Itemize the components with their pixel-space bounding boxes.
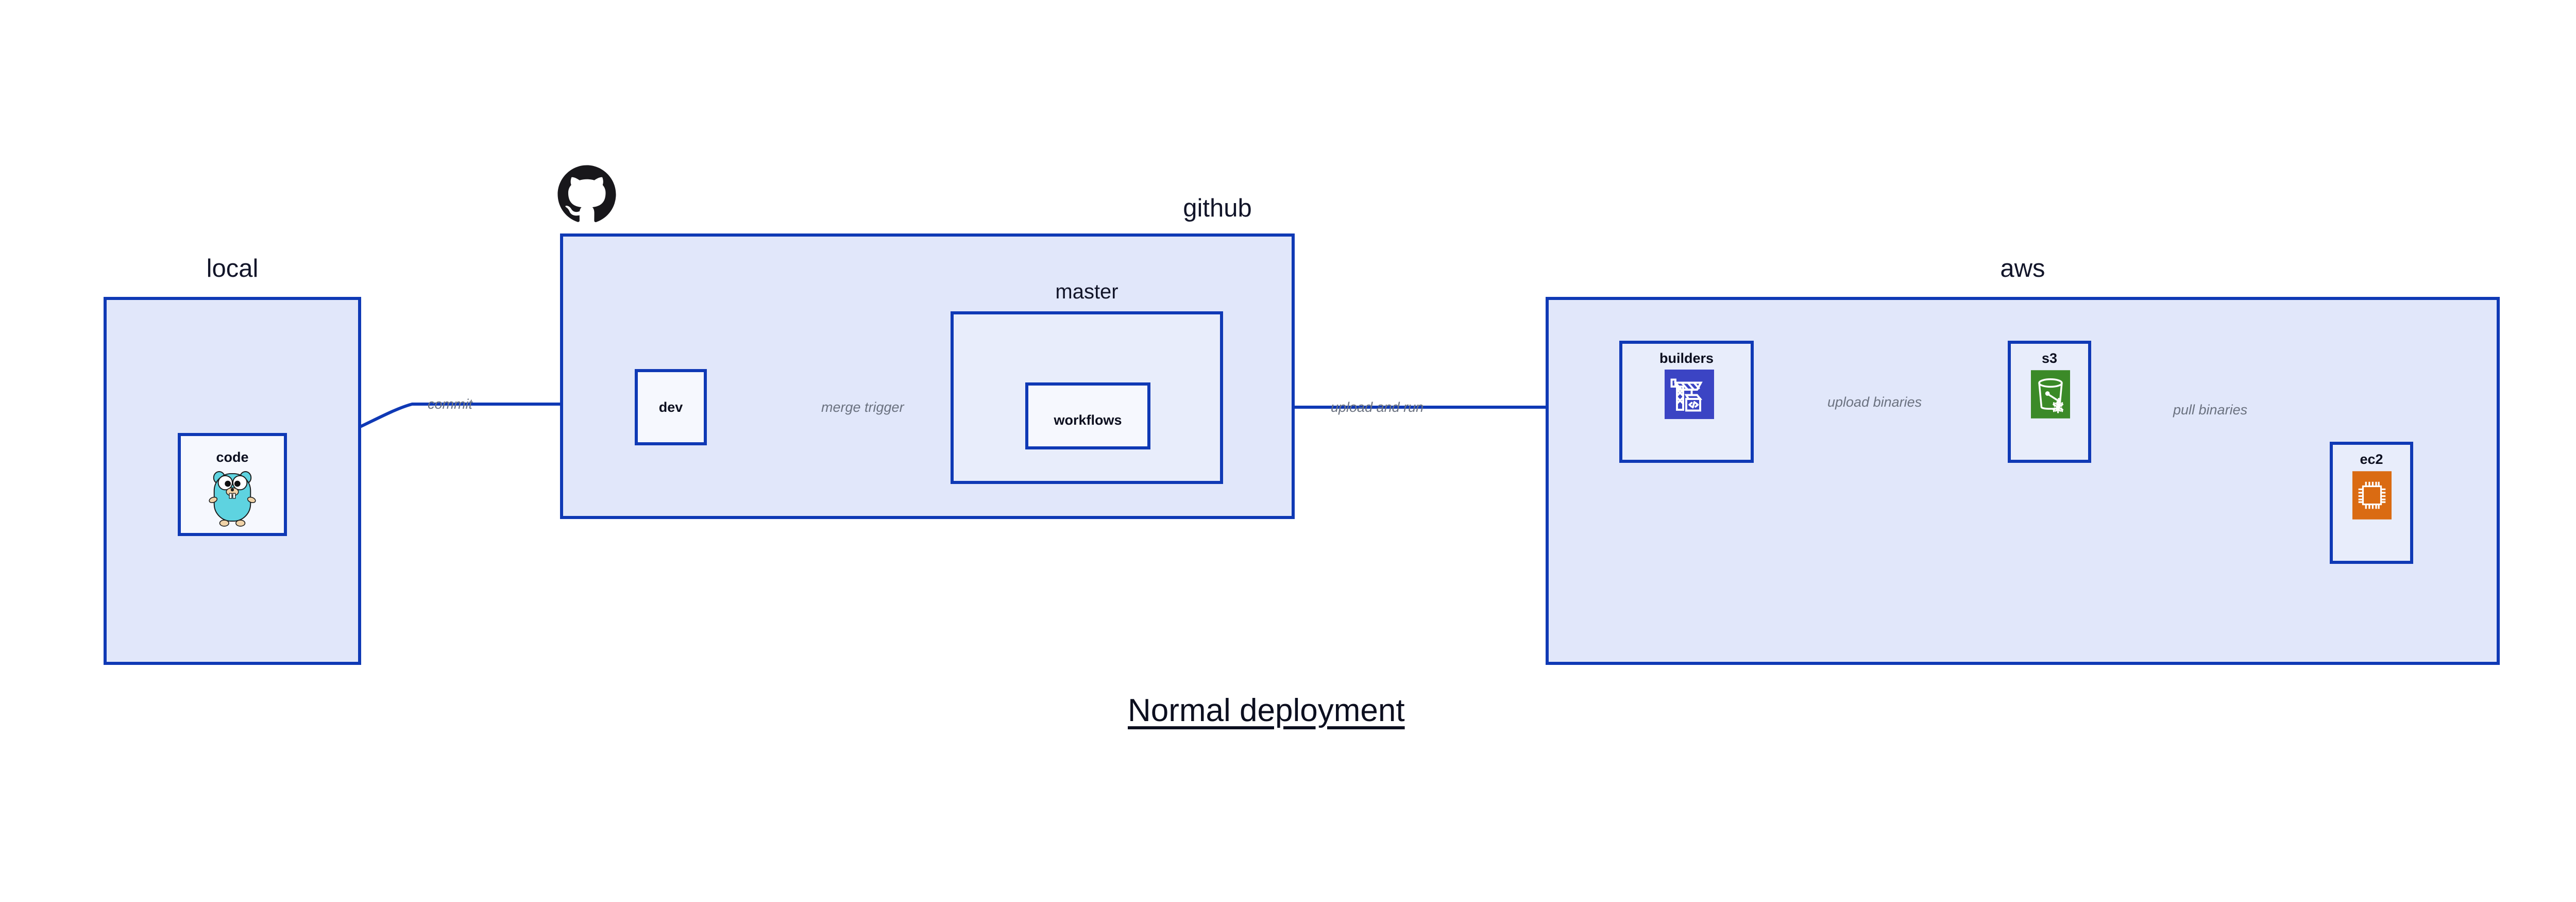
edge-label-pull-binaries: pull binaries	[2173, 402, 2248, 417]
group-local-label: local	[206, 255, 259, 282]
node-workflows-label: workflows	[1054, 412, 1122, 428]
group-aws-label: aws	[2000, 255, 2045, 282]
aws-s3-bucket-icon	[2031, 370, 2070, 419]
edge-label-upload-and-run: upload and run	[1331, 399, 1424, 415]
node-builders-label: builders	[1659, 350, 1714, 366]
page-title: Normal deployment	[1128, 693, 1405, 728]
node-ec2-label: ec2	[2360, 452, 2383, 467]
node-dev-label: dev	[658, 399, 683, 415]
group-github-label: github	[1183, 194, 1252, 222]
go-gopher-icon	[207, 466, 258, 527]
node-dev[interactable]	[635, 369, 707, 445]
github-mark-icon	[556, 164, 617, 225]
node-workflows[interactable]	[1025, 382, 1150, 449]
aws-ec2-chip-icon	[2352, 471, 2392, 520]
edge-label-merge-trigger: merge trigger	[821, 399, 904, 415]
aws-codebuild-icon	[1665, 370, 1714, 419]
node-s3-label: s3	[2041, 350, 2058, 366]
node-code-label: code	[216, 449, 249, 465]
subgroup-master-label: master	[1055, 280, 1118, 303]
edge-label-upload-binaries: upload binaries	[1827, 394, 1922, 410]
edge-label-commit: commit	[428, 396, 472, 412]
